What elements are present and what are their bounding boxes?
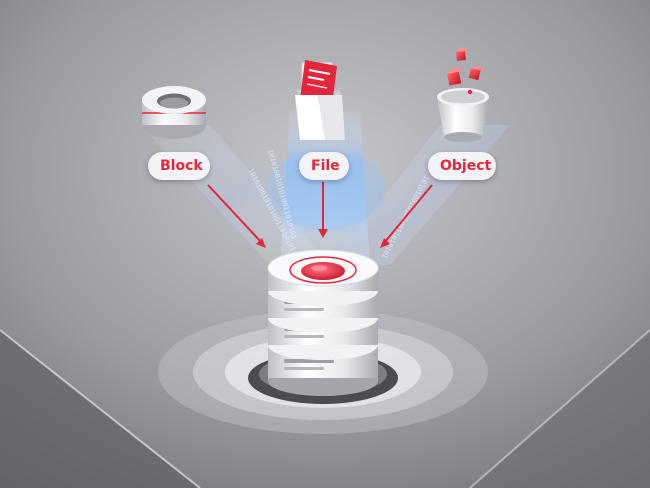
arrow-block [207,184,266,248]
arrow-file [318,182,328,238]
arrow-object [380,184,433,248]
floor-highlight-right [469,329,650,488]
object-storage-icon [437,47,489,142]
beam-file [280,110,370,265]
floor-highlight-left [0,329,201,488]
object-label: Object [428,152,496,180]
beam-glow [265,150,385,230]
file-label: File [299,152,349,180]
block-storage-icon [142,86,206,139]
block-label: Block [148,152,210,180]
file-folder-icon [295,60,345,140]
storage-server-icon [267,249,379,396]
